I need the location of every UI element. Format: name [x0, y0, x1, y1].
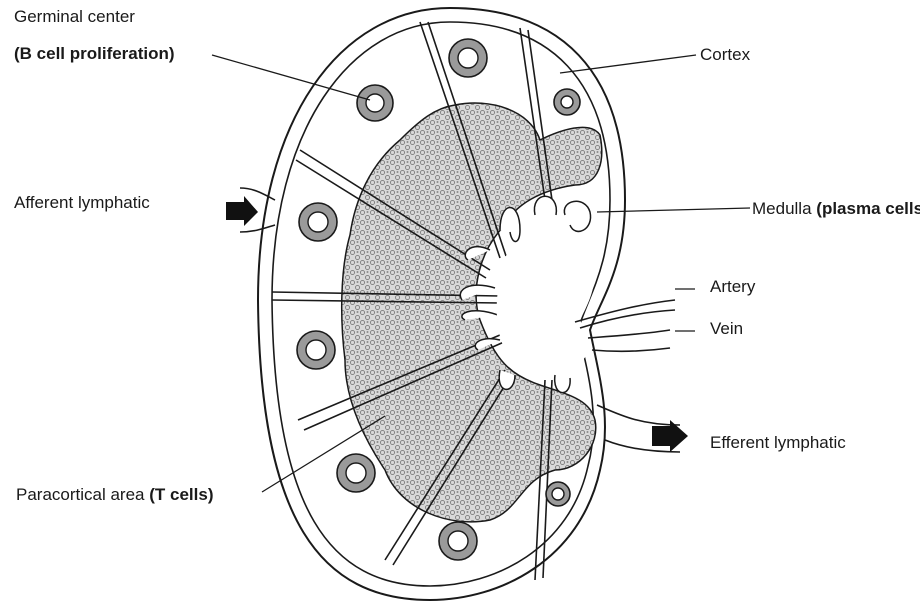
- germinal-center-label: Germinal center: [14, 7, 135, 27]
- germinal-center: [458, 48, 478, 68]
- germinal-center: [346, 463, 366, 483]
- artery-label: Artery: [710, 277, 755, 297]
- afferent-arrow-icon: [226, 196, 258, 226]
- germinal-center: [561, 96, 573, 108]
- germinal-center: [366, 94, 384, 112]
- paracortical-label-bold: (T cells): [149, 485, 213, 504]
- germinal-center-sublabel: (B cell proliferation): [14, 44, 175, 64]
- paracortical-label-text: Paracortical area: [16, 485, 145, 504]
- hilum: [497, 236, 594, 373]
- vein-label: Vein: [710, 319, 743, 339]
- germinal-center: [448, 531, 468, 551]
- medulla-label-text: Medulla: [752, 199, 812, 218]
- germinal-center: [308, 212, 328, 232]
- efferent-lymphatic-label: Efferent lymphatic: [710, 433, 846, 453]
- efferent-arrow-icon: [652, 420, 688, 452]
- germinal-center: [552, 488, 564, 500]
- medulla-label: Medulla (plasma cells): [752, 199, 920, 219]
- paracortical-area-label: Paracortical area (T cells): [16, 485, 214, 505]
- medulla-label-bold: (plasma cells): [816, 199, 920, 218]
- germinal-center: [306, 340, 326, 360]
- afferent-lymphatic-label: Afferent lymphatic: [14, 193, 150, 213]
- cortex-label: Cortex: [700, 45, 750, 65]
